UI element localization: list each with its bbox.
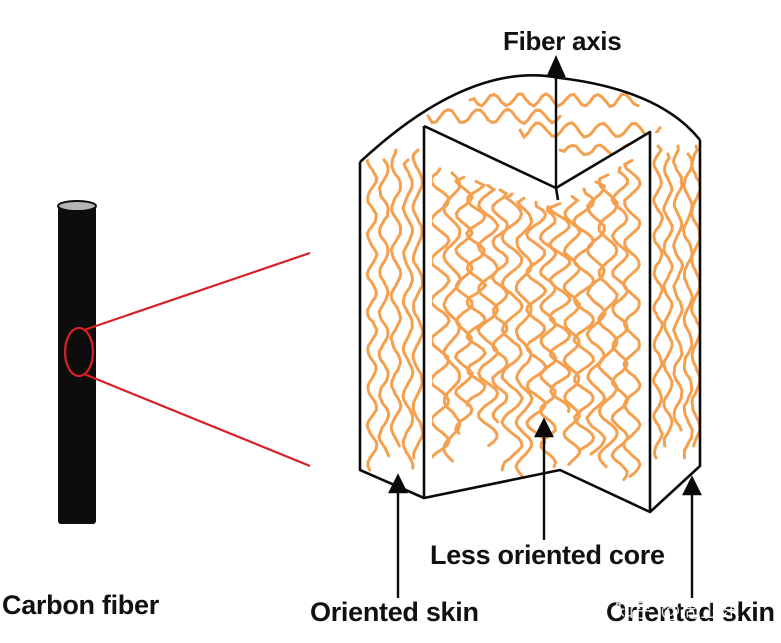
skin-chain-left [365, 148, 379, 472]
skin-chain-right [682, 152, 695, 460]
arrows [388, 55, 702, 598]
skin-chain-left [389, 148, 403, 448]
core-chain [432, 167, 451, 459]
skin-chain-right [690, 144, 700, 448]
skin-chain-left [401, 158, 415, 470]
top-chain [426, 107, 562, 126]
top-chain [518, 121, 662, 140]
skin-chain-right [652, 144, 665, 460]
core-chain [562, 194, 582, 466]
core-chain [622, 158, 642, 478]
carbon-fiber-rod [57, 200, 97, 524]
outer-contour [358, 140, 702, 514]
skin-chain-right [662, 152, 674, 448]
core-chain [514, 196, 534, 480]
top-chain [468, 92, 640, 109]
core-chain [572, 187, 596, 451]
fiber-axis-arrow [546, 55, 566, 188]
magnification-indicator [63, 251, 311, 468]
core-chain [547, 202, 573, 414]
inner-cut-edges [423, 124, 652, 512]
right-skin-arrow [682, 475, 702, 598]
top-chain [558, 143, 650, 157]
core-chain [453, 175, 475, 435]
wedge-apex [554, 187, 560, 201]
oriented-skin-right-label: Oriented skin [606, 597, 775, 627]
skin-chain-right [671, 144, 685, 432]
fiber-body [58, 206, 96, 524]
skin-chain-left [411, 148, 424, 460]
core-chain [442, 171, 462, 463]
left-skin-arrow [388, 473, 408, 598]
oriented-skin-left-label: Oriented skin [310, 597, 479, 627]
fiber-end-cap [57, 200, 97, 212]
core-chain [500, 192, 524, 472]
less-oriented-core-label: Less oriented core [430, 540, 665, 570]
magnify-line-bottom [83, 372, 311, 468]
watermark: 知乎 @周卫东 [614, 598, 741, 622]
fiber-axis-label: Fiber axis [503, 26, 622, 56]
molecular-chains [365, 92, 700, 482]
core-chain [585, 180, 607, 456]
core-arrow [534, 417, 554, 540]
skin-chain-left [377, 158, 391, 458]
carbon-fiber-label: Carbon fiber [2, 590, 159, 620]
magnify-circle [63, 326, 95, 378]
core-chain [464, 179, 488, 407]
magnify-line-top [83, 251, 311, 332]
core-chain [597, 173, 619, 469]
